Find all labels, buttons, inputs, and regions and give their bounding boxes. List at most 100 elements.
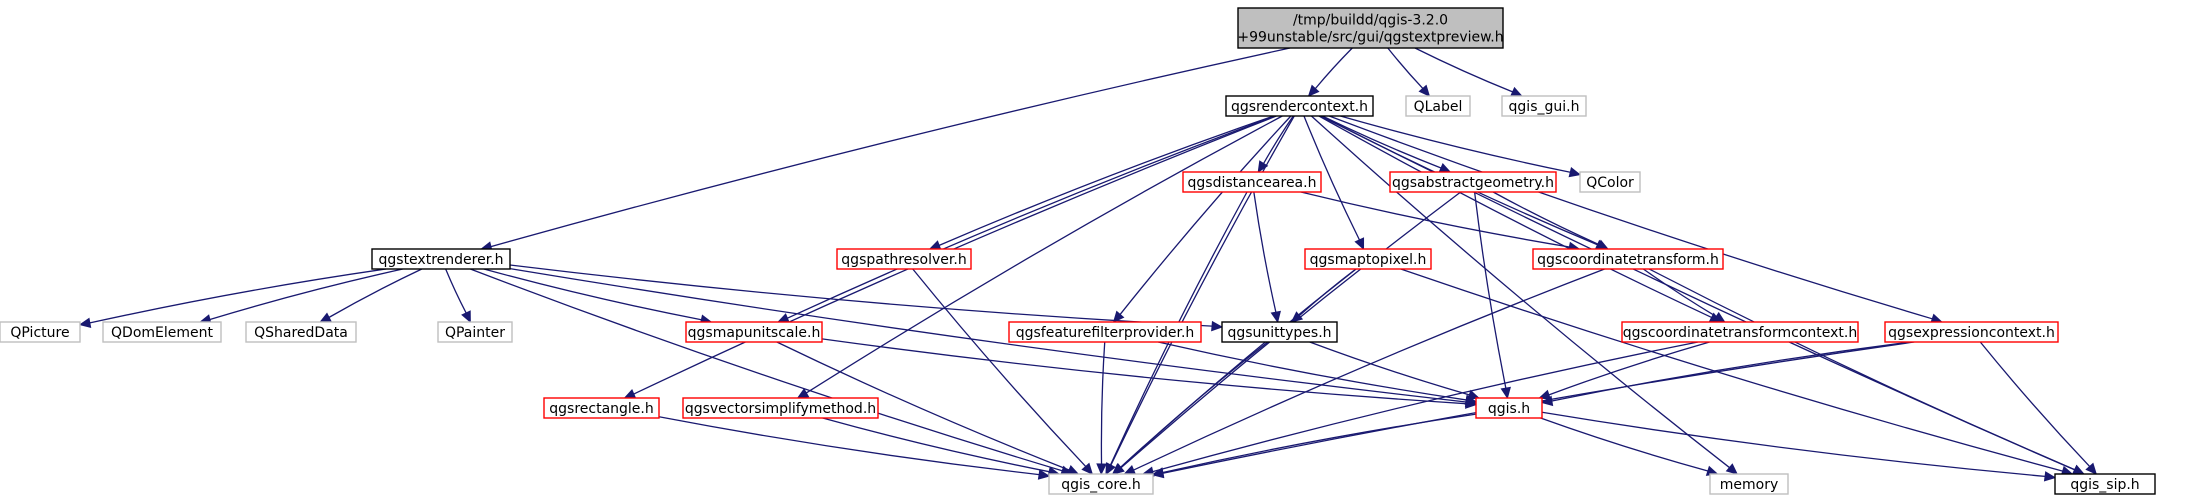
edge-line (1473, 191, 1507, 389)
edge-line (805, 115, 1283, 394)
edge-arrowhead (2085, 462, 2098, 475)
node-box (1304, 248, 1432, 270)
edge-line (1329, 115, 1933, 320)
node-box (1182, 171, 1322, 193)
node-qdomelement[interactable]: QDomElement (102, 321, 222, 343)
edge-line (1100, 341, 1106, 465)
edge-mapunitscale-to-qgis (821, 338, 1478, 409)
node-distancearea[interactable]: qgsdistancearea.h (1182, 171, 1322, 193)
edge-line (1387, 47, 1424, 89)
node-box (543, 397, 660, 419)
edge-root-to-textrenderer (480, 47, 1291, 252)
node-box (437, 321, 513, 343)
edge-rendercontext-to-featurefilter (1112, 115, 1292, 323)
edge-line (822, 417, 1050, 473)
node-maptopixel[interactable]: qgsmaptopixel.h (1304, 248, 1432, 270)
node-rectangle[interactable]: qgsrectangle.h (543, 397, 660, 419)
edge-line (89, 268, 387, 324)
node-qgissip[interactable]: qgis_sip.h (2054, 473, 2156, 495)
node-label: qgsexpressioncontext.h (1888, 325, 2055, 341)
edge-line (483, 268, 702, 321)
edge-rectangle-to-qgiscore (658, 416, 1051, 480)
node-label: QPainter (445, 325, 505, 341)
node-label: qgscoordinatetransform.h (1537, 252, 1719, 268)
edge-maptopixel-to-qgissip (1400, 268, 2074, 476)
node-qgis[interactable]: qgis.h (1475, 397, 1543, 419)
edge-expressioncontext-to-qgis (1540, 341, 1911, 407)
node-label: qgis.h (1488, 401, 1530, 417)
node-rendercontext[interactable]: qgsrendercontext.h (1225, 95, 1374, 117)
node-label: QPicture (10, 325, 69, 341)
node-vectorsimplify[interactable]: qgsvectorsimplifymethod.h (682, 397, 879, 419)
edge-arrowhead (2043, 471, 2057, 482)
node-label: qgsrectangle.h (549, 401, 653, 417)
node-label: qgsrendercontext.h (1231, 99, 1368, 115)
node-abstractgeometry[interactable]: qgsabstractgeometry.h (1389, 171, 1557, 193)
node-featurefilter[interactable]: qgsfeaturefilterprovider.h (1008, 321, 1202, 343)
edge-line (1162, 413, 1477, 474)
edge-arrowhead (1112, 310, 1125, 323)
edge-line (776, 341, 1070, 471)
edge-featurefilter-to-qgiscore (1096, 341, 1107, 476)
edge-rendercontext-to-maptopixel (1303, 115, 1365, 251)
edge-line (912, 268, 1087, 467)
node-expressioncontext[interactable]: qgsexpressioncontext.h (1884, 321, 2059, 343)
node-box (1008, 321, 1202, 343)
node-qlabel[interactable]: QLabel (1405, 95, 1471, 117)
edge-line (821, 338, 1467, 405)
edge-abstractgeometry-to-coordtransform (1492, 191, 1609, 250)
node-memory[interactable]: memory (1709, 473, 1789, 495)
edge-line (1414, 47, 1513, 93)
node-label: qgis_sip.h (2070, 477, 2139, 493)
edge-qgis-to-qgissip (1541, 411, 2057, 482)
node-box (2054, 473, 2156, 495)
edge-line (1300, 191, 1570, 248)
node-textrenderer[interactable]: qgstextrenderer.h (371, 248, 511, 270)
node-coordtransform[interactable]: qgscoordinatetransform.h (1532, 248, 1724, 270)
edge-distancearea-to-unittypes (1253, 191, 1281, 324)
node-qshareddata[interactable]: QSharedData (245, 321, 357, 343)
edge-line (1540, 417, 1709, 472)
edge-rendercontext-to-distancearea (1257, 115, 1294, 174)
edge-arrowhead (1081, 462, 1094, 475)
node-qpicture[interactable]: QPicture (0, 321, 81, 343)
edge-arrowhead (1538, 389, 1552, 400)
edge-unittypes-to-qgis (1309, 341, 1480, 400)
node-qpainter[interactable]: QPainter (437, 321, 513, 343)
node-label: QColor (1586, 175, 1634, 191)
node-box (1475, 397, 1543, 419)
edge-expressioncontext-to-qgissip (1979, 341, 2098, 475)
edge-arrowhead (1037, 469, 1051, 480)
edge-line (1642, 268, 1717, 318)
node-box (1405, 95, 1471, 117)
node-box (245, 321, 357, 343)
node-qcolor[interactable]: QColor (1579, 171, 1641, 193)
edge-coordtransformctx-to-qgis (1538, 341, 1710, 400)
node-box (682, 397, 879, 419)
edge-line (490, 47, 1291, 248)
node-label: qgis_core.h (1061, 477, 1141, 493)
edge-arrowhead (623, 388, 637, 399)
node-label: qgis_gui.h (1509, 99, 1580, 115)
edge-line (470, 268, 1063, 472)
edge-line (1119, 115, 1292, 315)
node-unittypes[interactable]: qgsunittypes.h (1221, 321, 1338, 343)
edge-arrowhead (78, 317, 92, 329)
node-mapunitscale[interactable]: qgsmapunitscale.h (685, 321, 823, 343)
node-pathresolver[interactable]: qgspathresolver.h (836, 248, 972, 270)
edge-line (209, 268, 403, 321)
edge-arrowhead (1712, 311, 1726, 323)
edge-unittypes-to-qgiscore (1111, 341, 1269, 475)
node-qgiscore[interactable]: qgis_core.h (1048, 473, 1154, 495)
node-label: /tmp/buildd/qgis-3.2.0 (1293, 13, 1448, 29)
node-coordtransformctx[interactable]: qgscoordinatetransformcontext.h (1621, 321, 1859, 343)
edge-rendercontext-to-qcolor (1340, 115, 1582, 178)
edge-arrowhead (1257, 160, 1269, 174)
node-qgisgui[interactable]: qgis_gui.h (1501, 95, 1587, 117)
node-box (1221, 321, 1338, 343)
edge-line (1648, 268, 2076, 471)
edge-distancearea-to-coordtransform (1300, 191, 1581, 253)
node-box (1579, 171, 1641, 193)
edge-line (1318, 115, 1712, 319)
node-root[interactable]: /tmp/buildd/qgis-3.2.0+99unstable/src/gu… (1237, 7, 1504, 49)
